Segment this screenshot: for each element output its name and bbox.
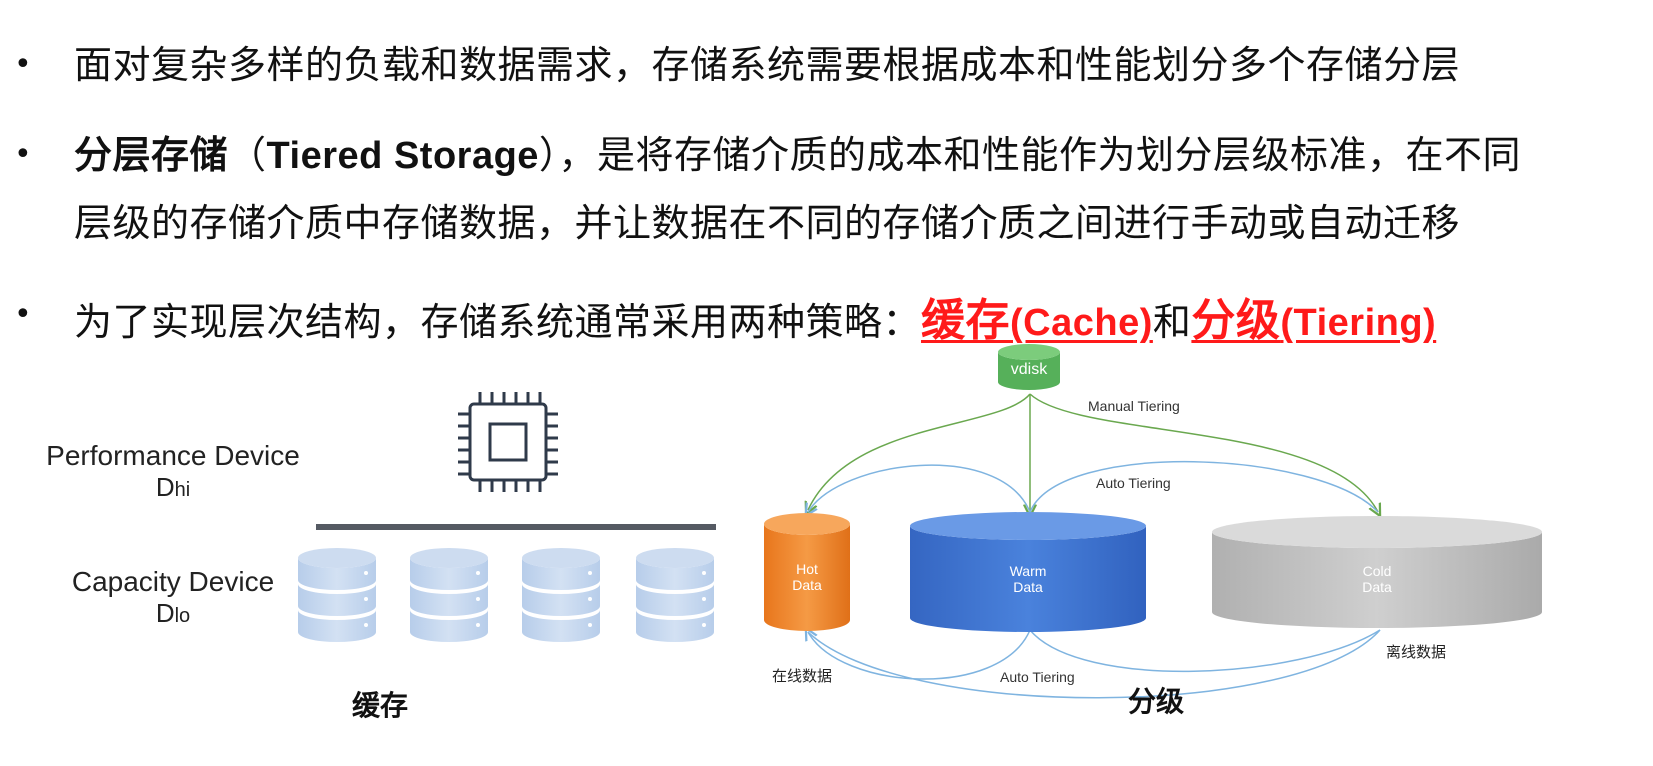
performance-device-symbol: Dhi (38, 472, 308, 503)
tiering-strategy-term: 分级(Tiering) (1191, 295, 1437, 346)
bullet-text-2-line2: 层级的存储介质中存储数据，并让数据在不同的存储介质之间进行手动或自动迁移 (74, 201, 1461, 245)
auto-tiering-top-arrows (808, 460, 1379, 512)
hot-data-cylinder: Hot Data (764, 513, 850, 631)
capacity-device-symbol: Dlo (58, 598, 288, 629)
capacity-device-block: Capacity Device Dlo (58, 566, 288, 629)
cache-en: (Cache) (1010, 302, 1153, 344)
cache-strategy-term: 缓存(Cache) (921, 295, 1153, 346)
tiered-storage-cn-term: 分层存储 (74, 133, 229, 177)
cold-label-1: Cold (1363, 563, 1392, 579)
paren-open: （ (228, 133, 267, 177)
cpu-chip-icon (458, 392, 558, 492)
auto-tiering-bottom-label: Auto Tiering (1000, 669, 1075, 685)
performance-device-block: Performance Device Dhi (38, 440, 308, 503)
database-stack-icon (522, 548, 600, 642)
bullet-dot-3: • (14, 297, 32, 332)
online-data-label: 在线数据 (772, 668, 832, 685)
cap-sym-sub: lo (174, 605, 191, 627)
bullet-text-3: 为了实现层次结构，存储系统通常采用两种策略：缓存(Cache)和分级(Tieri… (74, 284, 1436, 348)
bullet-text-3-intro: 为了实现层次结构，存储系统通常采用两种策略： (74, 300, 922, 344)
perf-sym-main: D (155, 472, 175, 502)
performance-device-label: Performance Device (46, 440, 300, 471)
capacity-device-label: Capacity Device (71, 566, 275, 597)
warm-data-cylinder: Warm Data (910, 512, 1146, 632)
and-word: 和 (1152, 300, 1192, 344)
cold-label-2: Data (1362, 579, 1392, 595)
cache-divider (316, 524, 716, 530)
tiering-cn: 分级 (1191, 295, 1281, 346)
warm-label-1: Warm (1010, 563, 1047, 579)
auto-tiering-bottom-arrows (808, 630, 1381, 699)
tiering-caption: 分级 (1128, 685, 1185, 718)
bullet-text-2-rest: 是将存储介质的成本和性能作为划分层级标准，在不同 (596, 133, 1521, 177)
cap-sym-main: D (155, 598, 175, 628)
bullet-text-2: 分层存储（Tiered Storage），是将存储介质的成本和性能作为划分层级标… (74, 124, 1521, 179)
warm-label-2: Data (1013, 579, 1043, 595)
database-stack-icon (410, 548, 488, 642)
bullet-dot-2: • (14, 137, 32, 172)
paren-close: ）， (538, 133, 597, 177)
cache-cn: 缓存 (921, 295, 1011, 346)
vdisk-cylinder: vdisk (998, 344, 1060, 390)
hot-label-1: Hot (796, 561, 818, 577)
cold-data-cylinder: Cold Data (1212, 516, 1542, 628)
tiering-en: (Tiering) (1280, 302, 1437, 344)
tiered-storage-en-term: Tiered Storage (266, 135, 539, 177)
hot-label-2: Data (792, 577, 822, 593)
vdisk-label: vdisk (1011, 361, 1048, 378)
bullet-text-1: 面对复杂多样的负载和数据需求，存储系统需要根据成本和性能划分多个存储分层 (74, 43, 1461, 87)
database-stack-icon (636, 548, 714, 642)
manual-tiering-arrows (808, 393, 1378, 512)
database-stack-icon (298, 548, 376, 642)
cache-caption: 缓存 (352, 689, 409, 722)
perf-sym-sub: hi (174, 479, 191, 501)
manual-tiering-label: Manual Tiering (1088, 398, 1180, 414)
bullet-dot-1: • (14, 47, 32, 82)
offline-data-label: 离线数据 (1386, 644, 1446, 661)
auto-tiering-top-label: Auto Tiering (1096, 475, 1171, 491)
